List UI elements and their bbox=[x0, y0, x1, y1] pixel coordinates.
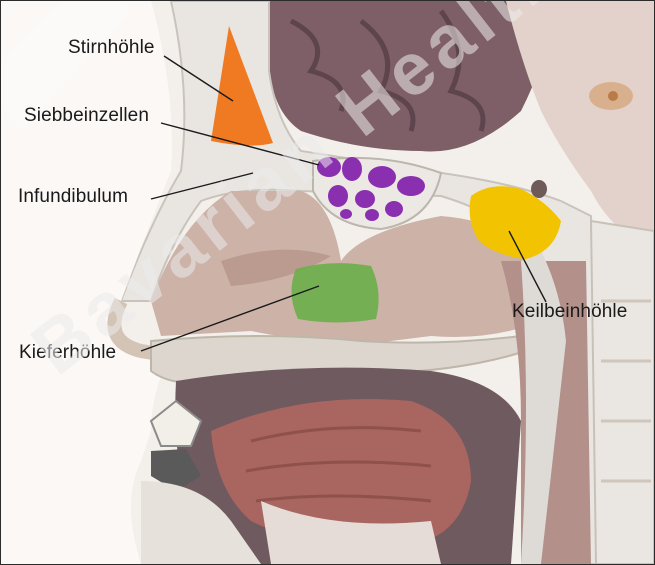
cervical-spine bbox=[591, 221, 654, 564]
label-kieferhoehle: Kieferhöhle bbox=[19, 342, 116, 364]
label-infundibulum: Infundibulum bbox=[18, 186, 128, 208]
label-stirnhoehle: Stirnhöhle bbox=[68, 37, 155, 59]
label-keilbeinhoehle: Keilbeinhöhle bbox=[512, 301, 627, 323]
label-siebbeinzellen: Siebbeinzellen bbox=[24, 105, 149, 127]
maxillary-sinus bbox=[291, 263, 378, 322]
